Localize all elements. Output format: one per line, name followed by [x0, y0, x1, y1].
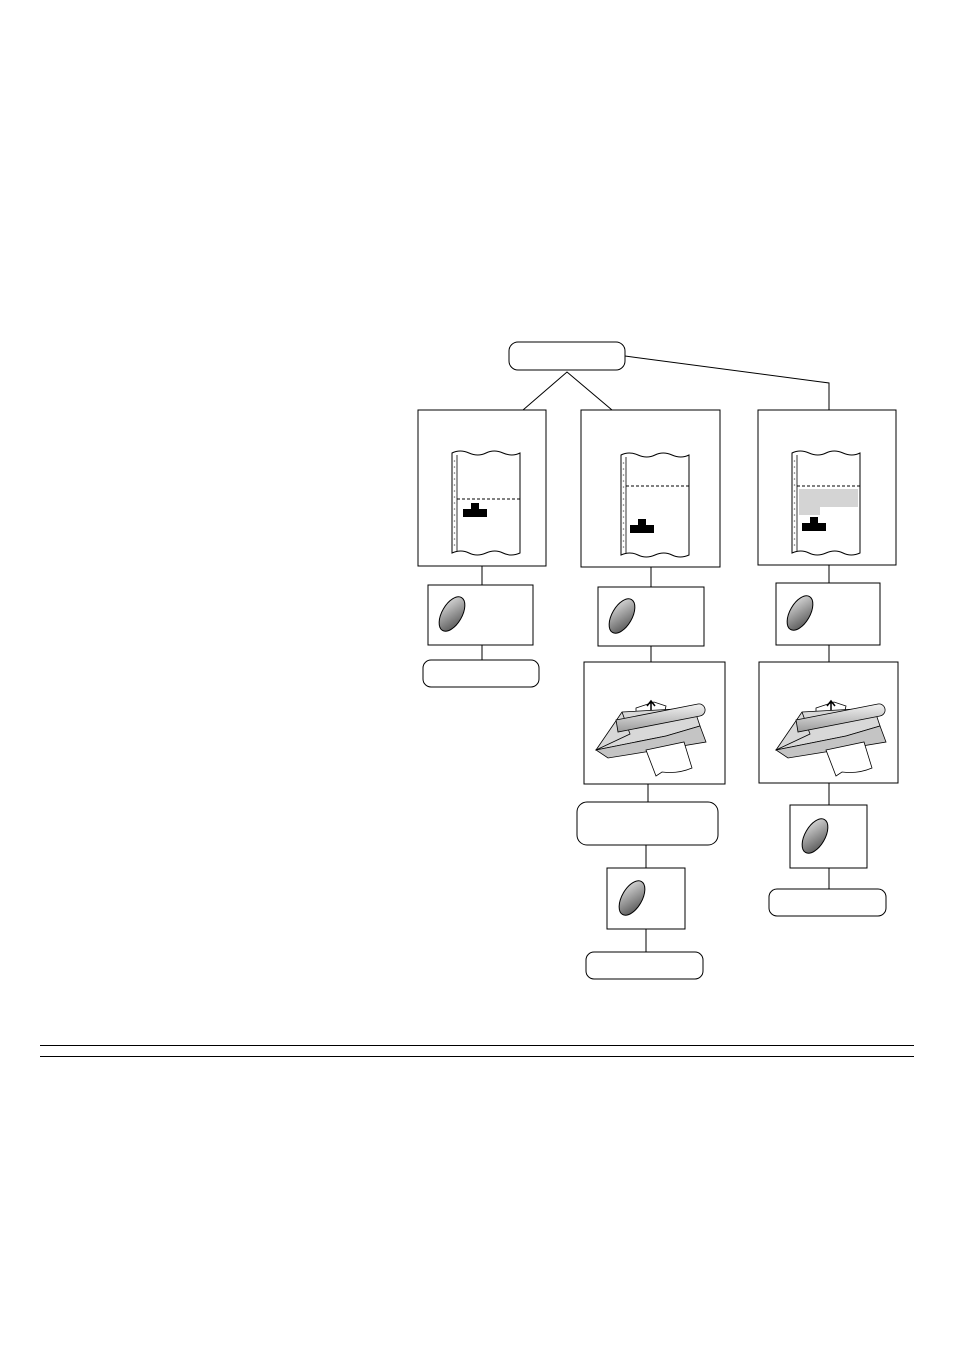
footer-rule-top	[40, 1045, 914, 1046]
column-2	[576, 409, 726, 980]
start-box	[508, 341, 626, 371]
button-panel	[775, 582, 881, 646]
button-panel	[597, 586, 705, 647]
button-panel	[606, 867, 686, 930]
button-panel	[427, 584, 534, 646]
continuous-form-paper-icon	[620, 452, 690, 558]
label-box	[576, 801, 719, 846]
paper-position-panel	[757, 409, 897, 566]
paper-position-panel	[417, 409, 547, 567]
column-3	[757, 409, 899, 917]
connector-lines	[481, 355, 830, 952]
label-box	[585, 951, 704, 980]
button-panel	[789, 804, 868, 869]
continuous-form-paper-icon	[451, 450, 521, 556]
printed-area	[799, 489, 858, 515]
label-box	[422, 659, 540, 688]
tear-off-panel	[583, 661, 726, 785]
column-1	[417, 409, 547, 688]
label-box	[768, 888, 887, 917]
tear-off-panel	[758, 661, 899, 784]
footer-rule-bottom	[40, 1056, 914, 1057]
paper-position-panel	[580, 409, 721, 568]
